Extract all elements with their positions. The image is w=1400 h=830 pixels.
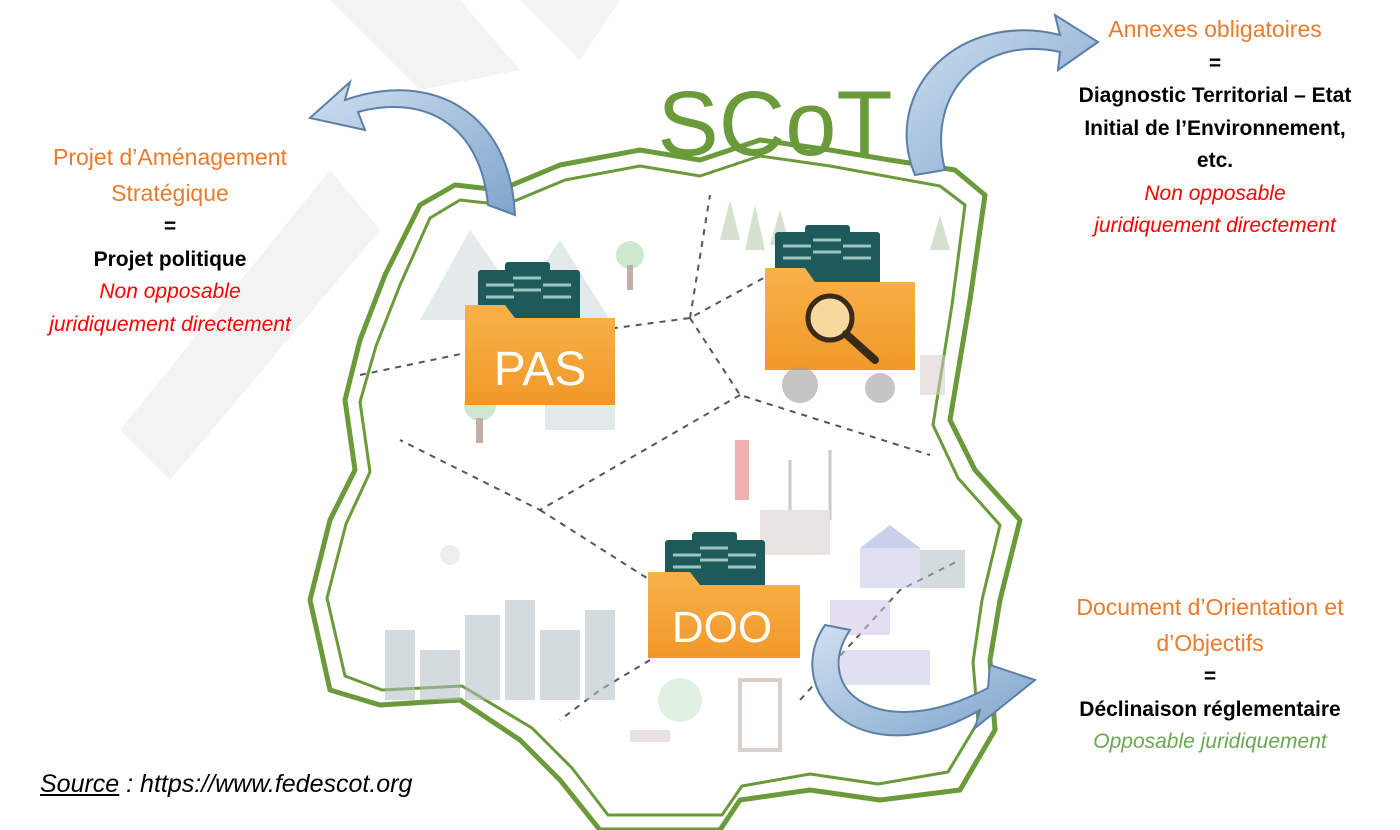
doo-equals: = [1203,665,1217,689]
pas-description: Projet d’Aménagement Stratégique = Proje… [0,140,340,341]
doo-folder-label: DOO [672,603,772,652]
scot-title: SCoT [657,73,892,175]
pas-heading-line2: Stratégique [111,179,229,206]
pas-folder-label: PAS [494,343,586,396]
annex-status-line2: juridiquement directement [1094,214,1336,238]
source-url: : https://www.fedescot.org [119,770,413,798]
annex-equals: = [1208,51,1222,75]
annex-heading: Annexes obligatoires [1108,16,1322,42]
doo-folder-icon: DOO [648,532,800,658]
pas-status-line1: Non opposable [99,280,241,304]
doo-heading-line2: d’Objectifs [1156,629,1264,656]
pas-description-text: Projet politique [93,247,247,271]
annex-description-line3: etc. [1196,149,1234,173]
annex-folder-icon [765,225,915,403]
doo-description: Document d’Orientation et d’Objectifs = … [1020,590,1400,759]
doo-status: Opposable juridiquement [1093,730,1327,754]
pas-heading-line1: Projet d’Aménagement [53,144,287,170]
source-label: Source [40,770,120,798]
pas-equals: = [163,215,177,239]
pas-folder-icon: PAS [465,262,615,405]
annex-description: Annexes obligatoires = Diagnostic Territ… [1030,12,1400,243]
arrow-pas-to-label [307,78,517,217]
magnifier-icon [805,293,879,364]
watermark-stroke [120,170,380,480]
source-citation: Source : https://www.fedescot.org [40,770,412,799]
doo-heading-line1: Document d’Orientation et [1076,594,1344,620]
arrow-annex-to-label [905,12,1100,177]
pas-status-line2: juridiquement directement [49,312,291,336]
territory-outline-inner [325,154,1002,817]
watermark-stroke [330,0,520,90]
annex-description-line1: Diagnostic Territorial – Etat [1078,84,1352,108]
arrow-doo-to-label [811,623,1038,737]
doo-description-text: Déclinaison réglementaire [1079,697,1341,721]
annex-description-line2: Initial de l’Environnement, [1084,116,1346,140]
watermark-stroke [520,0,620,60]
annex-status-line1: Non opposable [1144,181,1286,205]
